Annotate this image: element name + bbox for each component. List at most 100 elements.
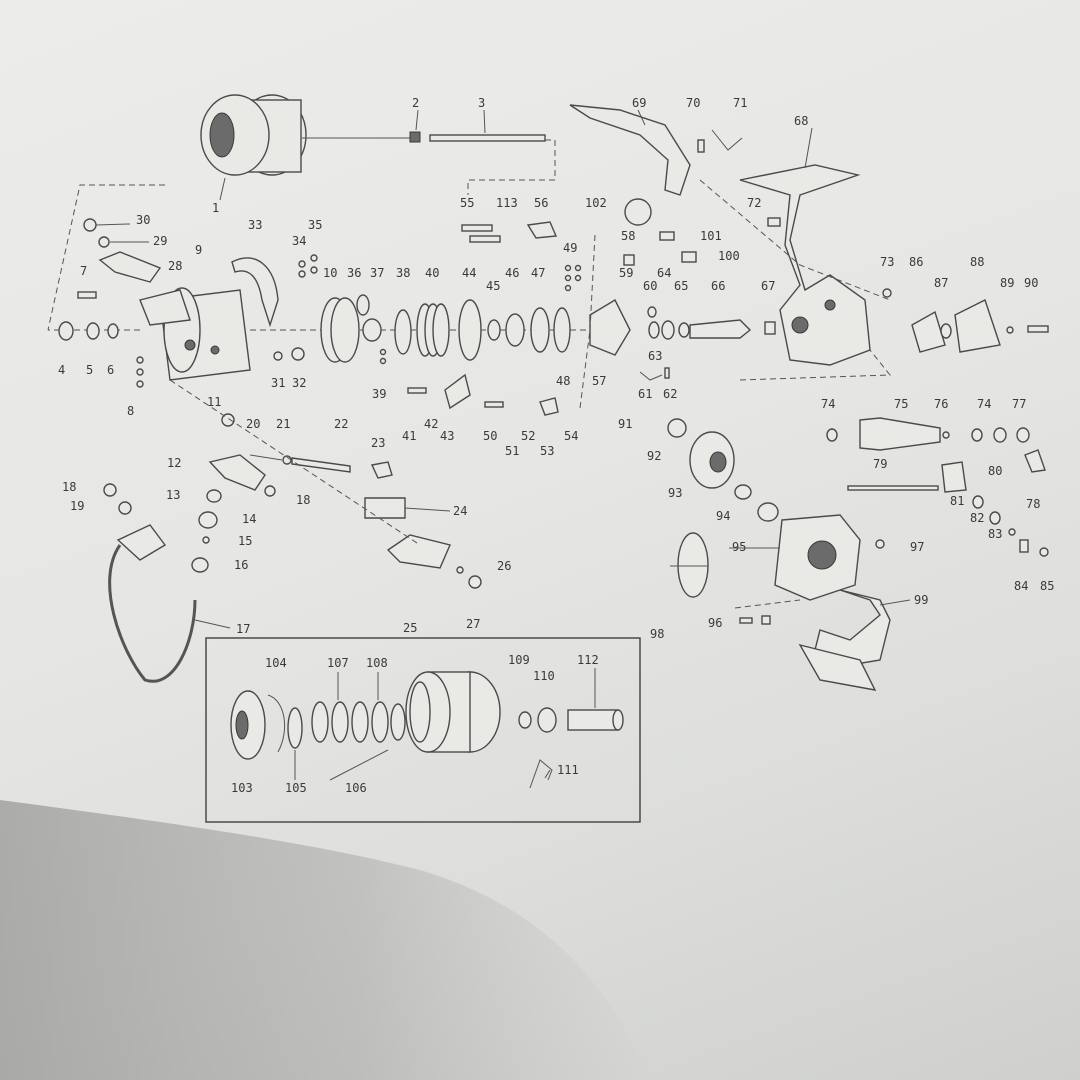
- label-7: 7: [80, 264, 87, 278]
- plate-part-24: [364, 497, 406, 519]
- label-107: 107: [327, 656, 349, 670]
- label-3: 3: [478, 96, 485, 110]
- label-66: 66: [711, 279, 725, 293]
- label-18a: 18: [62, 480, 76, 494]
- label-42: 42: [424, 417, 438, 431]
- screw-part-101: [659, 231, 675, 241]
- label-78: 78: [1026, 497, 1040, 511]
- label-90: 90: [1024, 276, 1038, 290]
- label-94: 94: [716, 509, 730, 523]
- label-57: 57: [592, 374, 606, 388]
- label-38: 38: [396, 266, 410, 280]
- pin-part-84: [1019, 539, 1029, 553]
- label-68: 68: [794, 114, 808, 128]
- body-frame-part-68: [739, 164, 871, 366]
- label-82: 82: [970, 511, 984, 525]
- washer-part-109: [518, 711, 532, 729]
- label-8: 8: [127, 404, 134, 418]
- rotor-part-9: [139, 287, 251, 381]
- washer-part-44: [458, 299, 482, 361]
- label-85: 85: [1040, 579, 1054, 593]
- label-76: 76: [934, 397, 948, 411]
- label-11: 11: [207, 395, 221, 409]
- ring-part-45: [487, 319, 501, 341]
- spool-part-1: [200, 94, 307, 176]
- label-74b: 74: [977, 397, 991, 411]
- label-100: 100: [718, 249, 740, 263]
- label-41: 41: [402, 429, 416, 443]
- screw-part-11: [221, 413, 235, 427]
- label-64: 64: [657, 266, 671, 280]
- label-1: 1: [212, 201, 219, 215]
- clip-part-78: [1024, 449, 1046, 473]
- clutch-part-38: [394, 309, 412, 355]
- lever-part-12: [208, 454, 266, 491]
- label-96: 96: [708, 616, 722, 630]
- label-16: 16: [234, 558, 248, 572]
- bushing-part-74c: [993, 427, 1007, 443]
- spring-part-61: [639, 371, 663, 381]
- label-86: 86: [909, 255, 923, 269]
- bearing-part-74b: [971, 428, 983, 442]
- plate-part-48: [553, 307, 571, 353]
- washer-part-5: [86, 322, 100, 340]
- label-15: 15: [238, 534, 252, 548]
- label-12: 12: [167, 456, 181, 470]
- drag-washers-part-106: [311, 701, 406, 743]
- ring-part-16: [191, 557, 209, 573]
- gear-part-10: [320, 297, 360, 363]
- label-18b: 18: [296, 493, 310, 507]
- screw-part-18: [103, 483, 117, 497]
- label-10: 10: [323, 266, 337, 280]
- bearing-part-37: [362, 318, 382, 342]
- label-19: 19: [70, 499, 84, 513]
- label-84: 84: [1014, 579, 1028, 593]
- spring-part-22: [291, 457, 351, 473]
- arm-part-43: [444, 373, 471, 410]
- label-102: 102: [585, 196, 607, 210]
- screw-part-55b: [469, 235, 501, 243]
- label-21: 21: [276, 417, 290, 431]
- label-63: 63: [648, 349, 662, 363]
- cap-part-23: [370, 461, 393, 479]
- shaft-part-66: [689, 319, 752, 339]
- label-29: 29: [153, 234, 167, 248]
- screw-part-55: [461, 224, 493, 232]
- label-99: 99: [914, 593, 928, 607]
- bushing-part-100: [681, 251, 697, 263]
- label-4: 4: [58, 363, 65, 377]
- bracket-part-56: [526, 221, 558, 239]
- cap-part-88: [954, 299, 1001, 353]
- bail-arm-part-28: [98, 251, 162, 283]
- spring-part-71: [711, 129, 743, 151]
- label-28: 28: [168, 259, 182, 273]
- washer-part-29: [98, 236, 110, 248]
- label-109: 109: [508, 653, 530, 667]
- label-55: 55: [460, 196, 474, 210]
- bearing-part-46: [505, 313, 525, 347]
- label-26: 26: [497, 559, 511, 573]
- label-108: 108: [366, 656, 388, 670]
- label-17: 17: [236, 622, 250, 636]
- clip-part-53: [539, 397, 559, 416]
- label-79: 79: [873, 457, 887, 471]
- label-112: 111: [557, 763, 579, 777]
- label-23: 23: [371, 436, 385, 450]
- leader-lines: [95, 109, 911, 781]
- screw-part-7: [77, 291, 97, 299]
- drive-gear-part-92: [689, 431, 735, 489]
- shaft-part-79: [847, 485, 939, 491]
- oring-part-98: [677, 532, 709, 598]
- label-2: 2: [412, 96, 419, 110]
- shaft-part-3: [409, 131, 546, 143]
- washer-part-19: [118, 501, 132, 515]
- pin-part-70: [697, 139, 705, 153]
- washer-part-26: [456, 566, 464, 574]
- screw-part-72: [767, 217, 781, 227]
- label-13: 13: [166, 488, 180, 502]
- bearing-part-110: [537, 707, 557, 733]
- label-72: 72: [747, 196, 761, 210]
- screws-part-34-35: [298, 254, 318, 278]
- label-91: 91: [618, 417, 632, 431]
- label-35: 35: [308, 218, 322, 232]
